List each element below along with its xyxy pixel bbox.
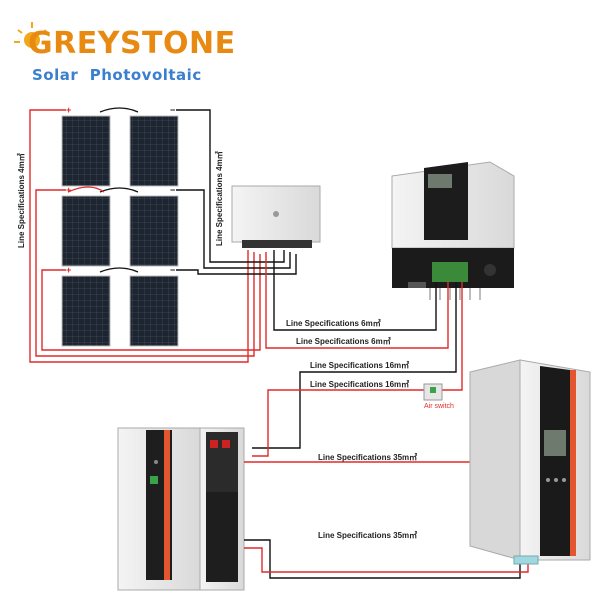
svg-text:−: − xyxy=(170,265,175,275)
solar-panel xyxy=(61,275,111,347)
wire-label-inverter-1: Line Specifications 35m㎡ xyxy=(318,452,417,462)
wire-label-battery-2: Line Specifications 16m㎡ xyxy=(310,379,409,389)
sun-icon xyxy=(14,22,50,48)
wire-label-inverter-2: Line Specifications 35m㎡ xyxy=(318,530,417,540)
charge-controller xyxy=(391,161,515,300)
combiner-box xyxy=(231,185,321,248)
brand-logo: GREYSTONE Solar Photovoltaic xyxy=(10,8,270,84)
air-switch xyxy=(423,383,443,401)
solar-panel xyxy=(129,115,179,187)
wire-label-panels-left: Line Specifications 4m㎡ xyxy=(16,153,26,248)
solar-panel xyxy=(61,195,111,267)
air-switch-label: Air switch xyxy=(424,403,454,410)
wire-label-controller-2: Line Specifications 6m㎡ xyxy=(296,336,391,346)
svg-text:+: + xyxy=(66,265,71,275)
svg-text:−: − xyxy=(170,185,175,195)
svg-text:+: + xyxy=(66,185,71,195)
solar-panel xyxy=(129,195,179,267)
svg-text:+: + xyxy=(66,105,71,115)
brand-name: GREYSTONE xyxy=(28,26,236,61)
solar-panel xyxy=(129,275,179,347)
battery-cabinet xyxy=(117,427,245,591)
solar-panel-array xyxy=(61,115,179,347)
brand-tagline: Solar Photovoltaic xyxy=(32,66,202,84)
wire-label-panels-right: Line Specifications 4m㎡ xyxy=(214,151,224,246)
svg-text:−: − xyxy=(170,105,175,115)
wire-label-controller-1: Line Specifications 6m㎡ xyxy=(286,318,381,328)
solar-panel xyxy=(61,115,111,187)
inverter xyxy=(469,359,591,565)
wire-label-battery-1: Line Specifications 16m㎡ xyxy=(310,360,409,370)
